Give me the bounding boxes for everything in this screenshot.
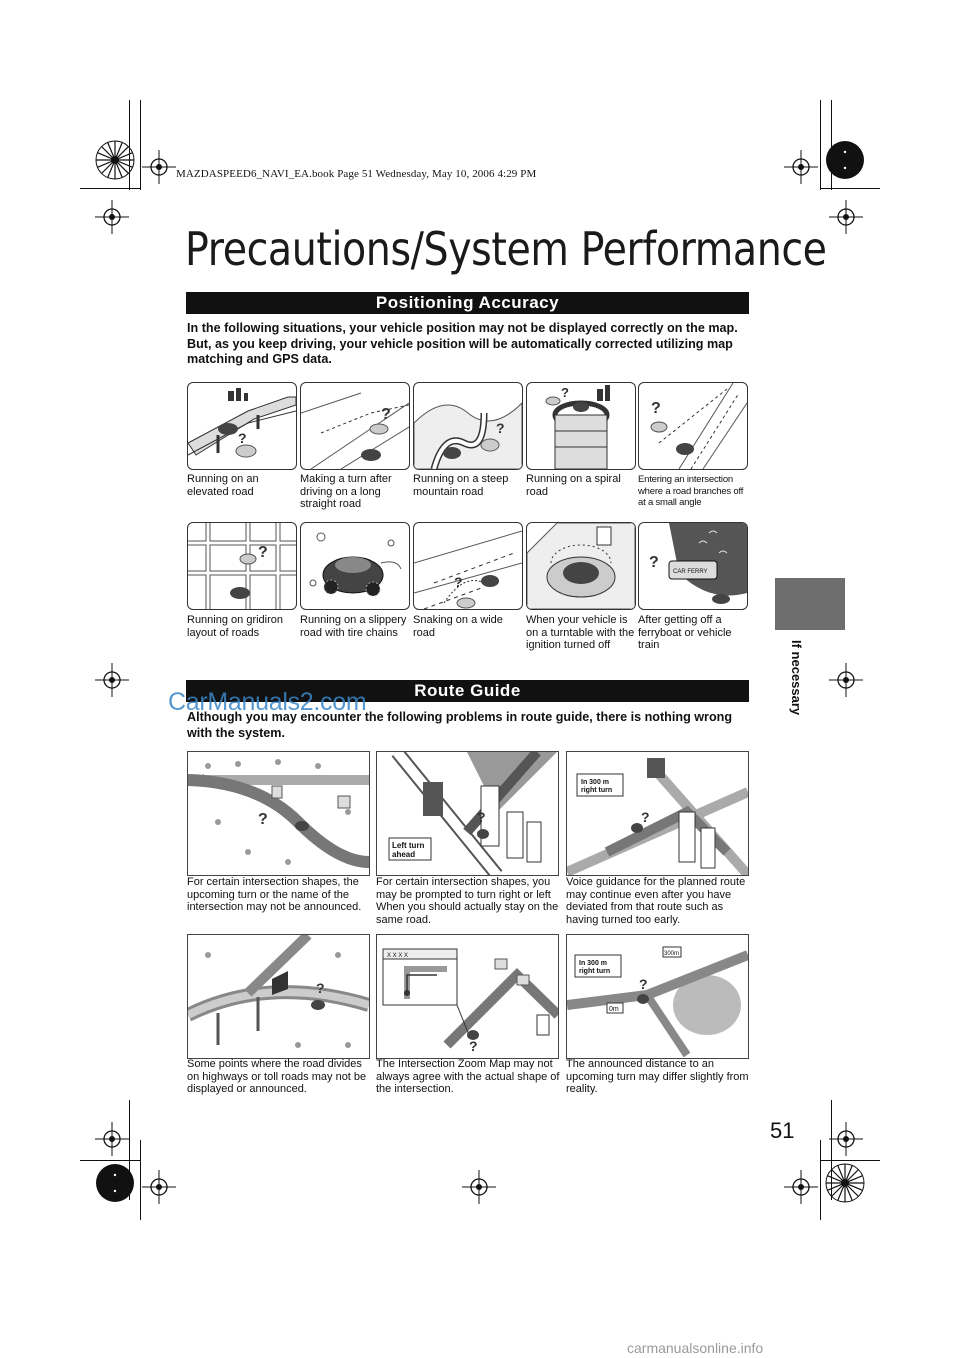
footer-watermark: carmanualsonline.info — [627, 1340, 764, 1356]
starburst-registration-mark — [825, 1163, 865, 1203]
crosshair-registration-mark — [95, 1122, 129, 1156]
ferryboat-illustration: CAR FERRY ? — [638, 522, 748, 610]
route-intro: Although you may encounter the following… — [187, 710, 733, 740]
crop-line — [831, 100, 832, 190]
crosshair-registration-mark — [95, 663, 129, 697]
watermark-link[interactable]: CarManuals2.com — [168, 688, 367, 716]
svg-text:?: ? — [454, 574, 463, 590]
bubble-ahead: ahead — [392, 850, 415, 859]
turntable-illustration — [526, 522, 636, 610]
caption-situation-3: Running on a steep mountain road — [413, 473, 509, 498]
svg-text:?: ? — [381, 406, 391, 423]
section-heading-route-guide: Route Guide — [186, 680, 749, 702]
long-straight-road-illustration: ? — [300, 382, 410, 470]
sign-0m: 0m — [609, 1006, 619, 1013]
page-title: Precautions/System Performance — [185, 222, 827, 276]
caption-situation-8: Snaking on a wide road — [413, 614, 503, 639]
crop-line — [831, 1100, 832, 1200]
crop-line — [80, 1160, 140, 1161]
highway-divide-illustration: ? — [187, 934, 370, 1059]
ferry-sign-label: CAR FERRY — [673, 569, 708, 575]
caption-situation-10: After getting off a ferryboat or vehicle… — [638, 614, 732, 651]
side-section-label: If necessary — [789, 640, 804, 716]
section-tab — [775, 578, 845, 630]
zoom-map-illustration: X X X X ? — [376, 934, 559, 1059]
page-number: 51 — [770, 1118, 795, 1143]
crop-line — [820, 188, 880, 189]
crop-line — [820, 1140, 821, 1220]
svg-text:?: ? — [639, 976, 648, 992]
city-intersection-illustration: ? Left turn ahead — [376, 751, 559, 876]
bubble-right-turn-2: right turn — [579, 968, 610, 975]
crosshair-registration-mark — [142, 1170, 176, 1204]
crop-line — [129, 100, 130, 190]
distance-difference-illustration: 0m 300m ? In 300 m right turn — [566, 934, 749, 1059]
route-caption-3: Voice guidance for the planned route may… — [566, 876, 746, 926]
starburst-registration-mark — [95, 140, 135, 180]
svg-text:?: ? — [649, 554, 659, 571]
deviated-route-illustration: ? In 300 m right turn — [566, 751, 749, 876]
svg-text:?: ? — [651, 400, 661, 417]
svg-text:?: ? — [561, 385, 569, 400]
elevated-road-illustration: ? — [187, 382, 297, 470]
wide-road-snaking-illustration: ? — [413, 522, 523, 610]
svg-text:?: ? — [469, 1038, 478, 1054]
caption-situation-4: Running on a spiral road — [526, 473, 621, 498]
svg-text:?: ? — [258, 811, 268, 828]
zoom-map-label: X X X X — [387, 953, 408, 959]
positioning-intro: In the following situations, your vehicl… — [187, 321, 738, 367]
crosshair-registration-mark — [784, 1170, 818, 1204]
bubble-distance: In 300 m — [581, 779, 609, 786]
bubble-left-turn: Left turn — [392, 841, 425, 850]
crosshair-registration-mark — [784, 150, 818, 184]
section-heading-positioning: Positioning Accuracy — [186, 292, 749, 314]
crosshair-registration-mark — [829, 663, 863, 697]
svg-text:?: ? — [258, 544, 268, 561]
svg-text:?: ? — [641, 809, 650, 825]
crosshair-registration-mark — [95, 200, 129, 234]
curved-road-map-illustration: ? — [187, 751, 370, 876]
caption-situation-1: Running on an elevated road — [187, 473, 259, 498]
caption-situation-7: Running on a slippery road with tire cha… — [300, 614, 407, 639]
small-angle-branch-illustration: ? — [638, 382, 748, 470]
crop-line — [820, 100, 821, 190]
crosshair-registration-mark — [829, 200, 863, 234]
spiral-road-illustration: ? — [526, 382, 636, 470]
route-caption-2: For certain intersection shapes, you may… — [376, 876, 559, 926]
mountain-road-illustration: ? — [413, 382, 523, 470]
svg-text:?: ? — [238, 430, 247, 446]
crop-line — [80, 188, 140, 189]
svg-text:?: ? — [477, 809, 486, 825]
crop-line — [820, 1160, 880, 1161]
route-caption-5: The Intersection Zoom Map may not always… — [376, 1058, 560, 1096]
sign-300m: 300m — [664, 951, 679, 957]
print-book-info: MAZDASPEED6_NAVI_EA.book Page 51 Wednesd… — [176, 168, 537, 180]
crosshair-registration-mark — [829, 1122, 863, 1156]
caption-situation-9: When your vehicle is on a turntable with… — [526, 614, 635, 651]
svg-text:?: ? — [496, 420, 505, 436]
route-caption-6: The announced distance to an upcoming tu… — [566, 1058, 749, 1096]
solid-registration-mark — [96, 1164, 134, 1202]
crop-line — [129, 1100, 130, 1200]
svg-text:?: ? — [316, 980, 325, 996]
caption-situation-6: Running on gridiron layout of roads — [187, 614, 284, 639]
crop-line — [140, 100, 141, 190]
route-caption-1: For certain intersection shapes, the upc… — [187, 876, 362, 914]
solid-registration-mark — [826, 141, 864, 179]
gridiron-roads-illustration: ? — [187, 522, 297, 610]
bubble-distance-2: In 300 m — [579, 960, 607, 967]
crosshair-registration-mark — [142, 150, 176, 184]
bubble-right-turn: right turn — [581, 787, 612, 794]
tire-chains-illustration — [300, 522, 410, 610]
route-caption-4: Some points where the road divides on hi… — [187, 1058, 367, 1096]
crosshair-registration-mark — [462, 1170, 496, 1204]
caption-situation-5: Entering an intersection where a road br… — [638, 474, 744, 508]
caption-situation-2: Making a turn after driving on a long st… — [300, 473, 392, 510]
crop-line — [140, 1140, 141, 1220]
